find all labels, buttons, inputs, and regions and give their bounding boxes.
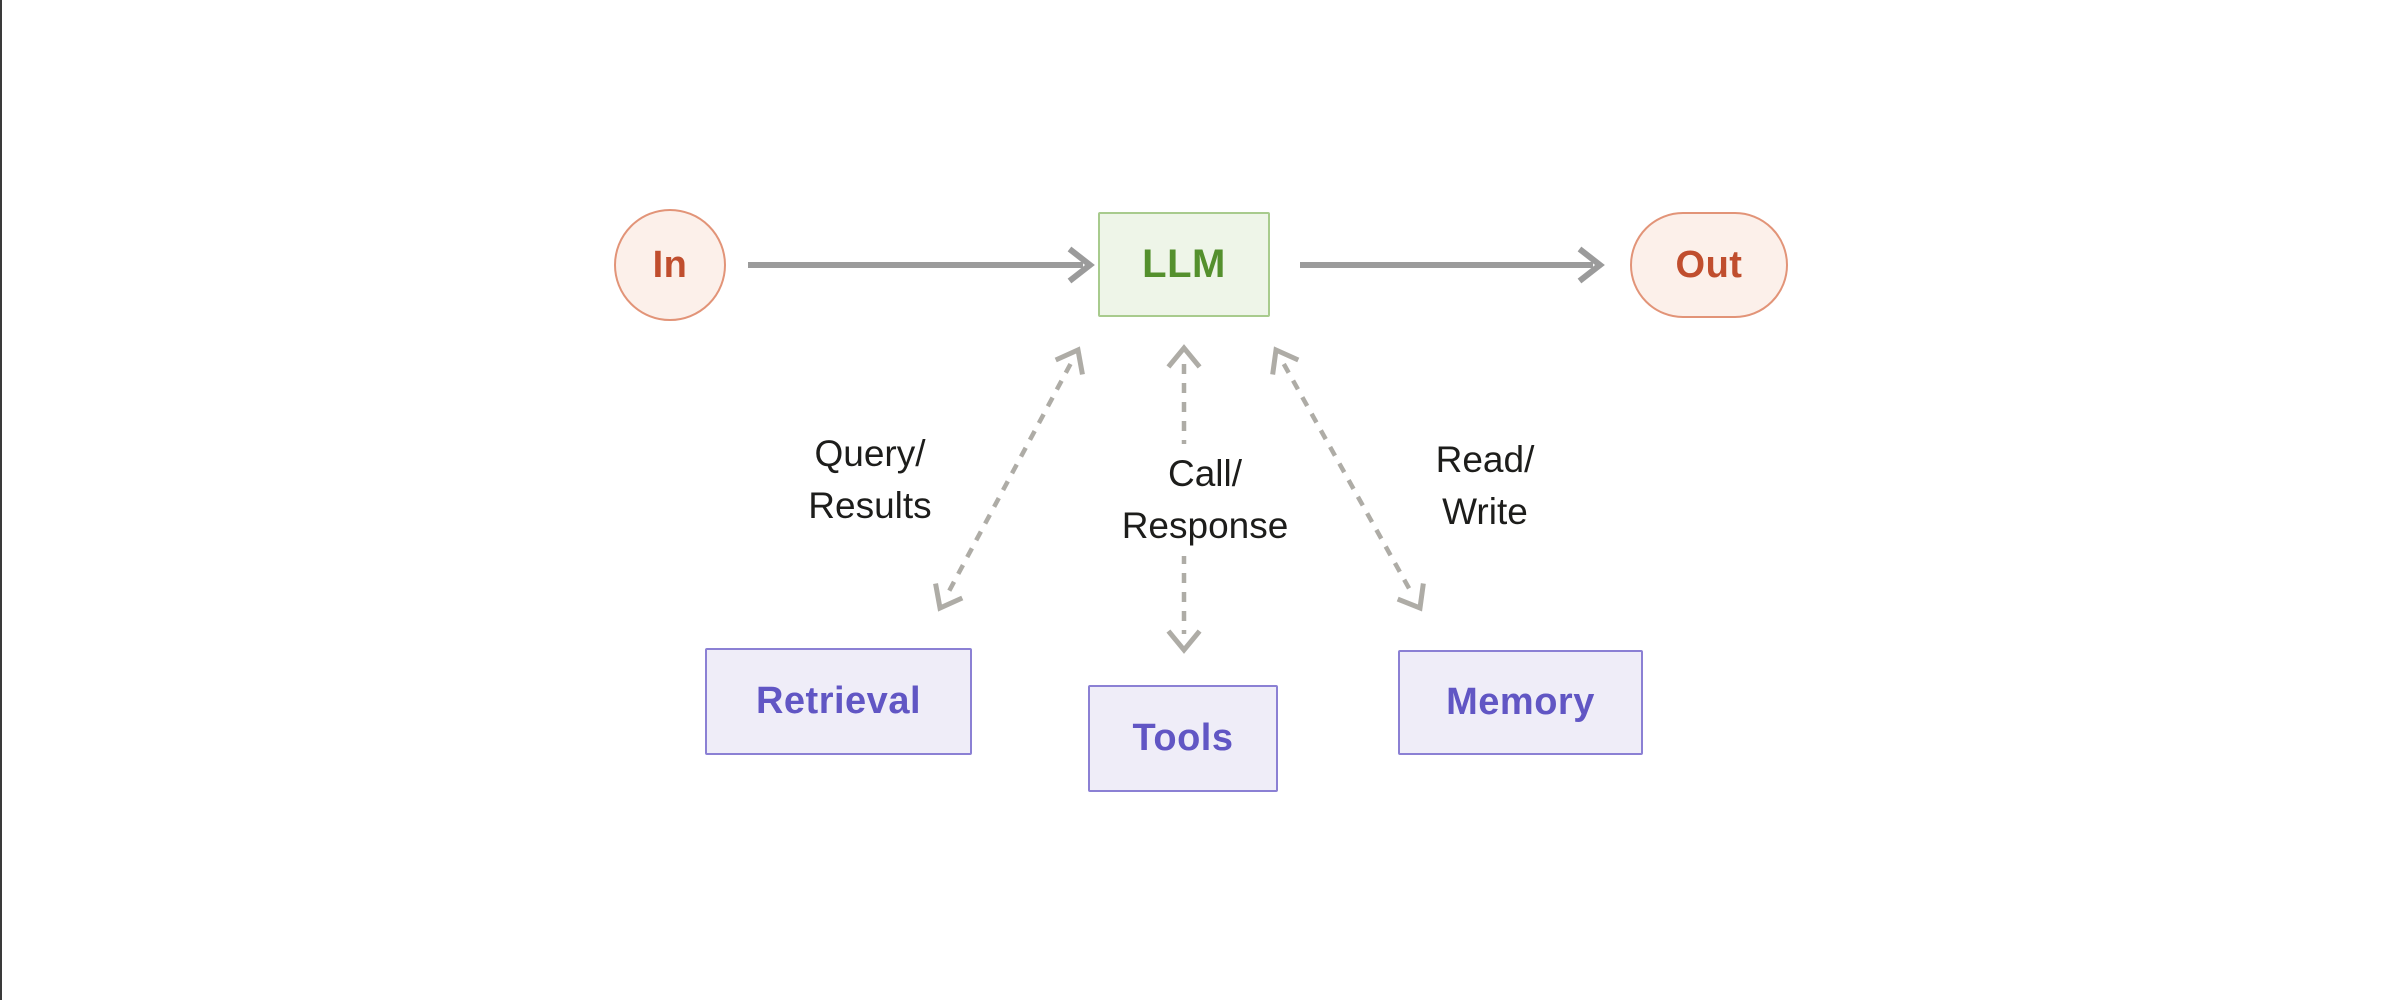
arrow-llm-to-out — [1300, 246, 1605, 284]
node-llm-label: LLM — [1142, 242, 1226, 286]
node-memory-label: Memory — [1446, 681, 1595, 723]
node-retrieval-label: Retrieval — [755, 680, 922, 722]
node-tools-label: Tools — [1132, 717, 1234, 759]
arrow-llm-memory — [1270, 346, 1426, 612]
node-tools: Tools — [1088, 685, 1278, 792]
node-retrieval: Retrieval — [705, 648, 972, 755]
node-llm: LLM — [1098, 212, 1270, 317]
edge-label-read-write: Read/ Write — [1427, 430, 1543, 542]
node-out: Out — [1630, 212, 1788, 318]
node-memory: Memory — [1398, 650, 1643, 755]
edge-label-query-results: Query/ Results — [800, 424, 940, 536]
edge-label-call-response: Call/ Response — [1113, 444, 1297, 556]
window-left-edge — [0, 0, 2, 1000]
node-in-label: In — [652, 243, 688, 286]
node-out-label: Out — [1675, 243, 1743, 286]
arrow-llm-retrieval — [933, 346, 1085, 612]
arrow-in-to-llm — [748, 246, 1095, 284]
node-in: In — [614, 209, 726, 321]
